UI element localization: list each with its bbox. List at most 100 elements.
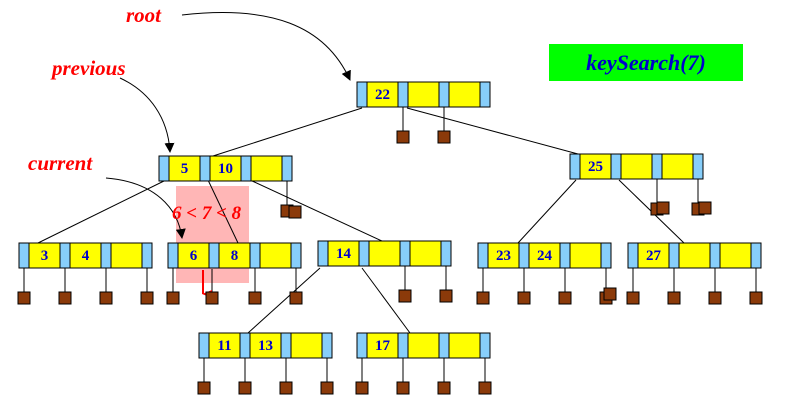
pointer-slot (290, 242, 302, 269)
key-text: 4 (82, 248, 90, 264)
pointer-slot (249, 242, 261, 269)
key-slot (678, 242, 711, 269)
current-arrow (105, 177, 186, 239)
edge-root-to-25 (406, 107, 579, 155)
null-pointer-box (320, 381, 334, 395)
key-text: 8 (231, 248, 239, 264)
pointer-slot (141, 242, 153, 269)
pointer-slot (198, 332, 210, 359)
null-pointer-box (140, 291, 154, 305)
key-text: 13 (258, 338, 273, 354)
pointer-slot (356, 332, 368, 359)
pointer-slot (199, 155, 211, 182)
null-pointer-box (17, 291, 31, 305)
node-n-27: 27 (626, 242, 763, 305)
pointer-slot (18, 242, 30, 269)
pointer-slot (750, 242, 762, 269)
node-root: 22 (356, 81, 491, 144)
edge-14-to-11-13 (247, 267, 321, 334)
pointer-slot (651, 153, 663, 180)
root-arrow (181, 12, 351, 81)
previous-arrow (119, 77, 175, 153)
null-pointer-box (749, 291, 763, 305)
null-pointer-box (99, 291, 113, 305)
null-pointer-box (205, 291, 219, 305)
tree-edges (37, 107, 685, 334)
null-pointer-box (396, 381, 410, 395)
key-text: 6 (190, 248, 198, 264)
edge-14-to-17 (361, 267, 411, 334)
key-slot (209, 155, 242, 182)
key-slot (259, 242, 292, 269)
key-slot (250, 155, 283, 182)
edge-5-10-to-14 (249, 179, 383, 242)
null-pointer-box (288, 205, 302, 219)
key-slot (366, 81, 399, 108)
pointer-slot (709, 242, 721, 269)
key-slot (661, 153, 694, 180)
pointer-slot (356, 81, 368, 108)
node-n-14: 14 (317, 240, 453, 303)
key-slot (327, 240, 360, 267)
null-pointer-box (197, 381, 211, 395)
null-pointer-box (238, 381, 252, 395)
key-slot (407, 81, 440, 108)
edge-5-10-to-3-4 (37, 179, 167, 244)
node-n-25: 25 (569, 153, 705, 216)
null-pointer-box (396, 130, 410, 144)
pointer-slot (627, 242, 639, 269)
pointer-slot (317, 240, 329, 267)
pointer-slot (518, 242, 530, 269)
key-text: 25 (588, 159, 603, 175)
pointer-slot (477, 242, 489, 269)
key-slot (620, 153, 653, 180)
node-n-17: 17 (355, 332, 492, 395)
null-pointer-box (656, 201, 670, 215)
pointer-slot (569, 153, 581, 180)
pointer-slot (321, 332, 333, 359)
key-slot (368, 240, 401, 267)
key-text: 10 (218, 161, 233, 177)
null-pointer-box (708, 291, 722, 305)
pointer-slot (358, 240, 370, 267)
node-n-5-10: 5 10 (158, 155, 294, 218)
null-pointer-box (478, 381, 492, 395)
null-pointer-box (439, 289, 453, 303)
pointer-slot (610, 153, 622, 180)
key-text: 27 (646, 248, 662, 264)
pointer-slot (692, 153, 704, 180)
null-pointer-box (58, 291, 72, 305)
null-pointer-box (517, 291, 531, 305)
key-text: 22 (375, 87, 390, 103)
key-slot (569, 242, 602, 269)
pointer-slot (438, 81, 450, 108)
pointer-slot (559, 242, 571, 269)
key-text: 17 (375, 338, 391, 354)
key-slot (168, 155, 201, 182)
null-pointer-box (398, 289, 412, 303)
pointer-slot (240, 155, 252, 182)
null-pointer-box (558, 291, 572, 305)
key-text: 14 (336, 246, 352, 262)
pointer-slot (100, 242, 112, 269)
previous-label: previous (50, 56, 126, 80)
comparison-label: 6 < 7 < 8 (172, 203, 242, 224)
current-label: current (28, 151, 93, 175)
title: keySearch(7) (586, 50, 706, 75)
edge-25-to-23-24 (517, 179, 577, 244)
pointer-slot (668, 242, 680, 269)
pointer-slot (59, 242, 71, 269)
null-pointer-box (667, 291, 681, 305)
pointer-slot (208, 242, 220, 269)
null-pointer-box (355, 381, 369, 395)
key-slot (448, 332, 481, 359)
key-text: 5 (181, 161, 189, 177)
pointer-slot (440, 240, 452, 267)
null-pointer-box (279, 381, 293, 395)
pointer-slot (167, 242, 179, 269)
